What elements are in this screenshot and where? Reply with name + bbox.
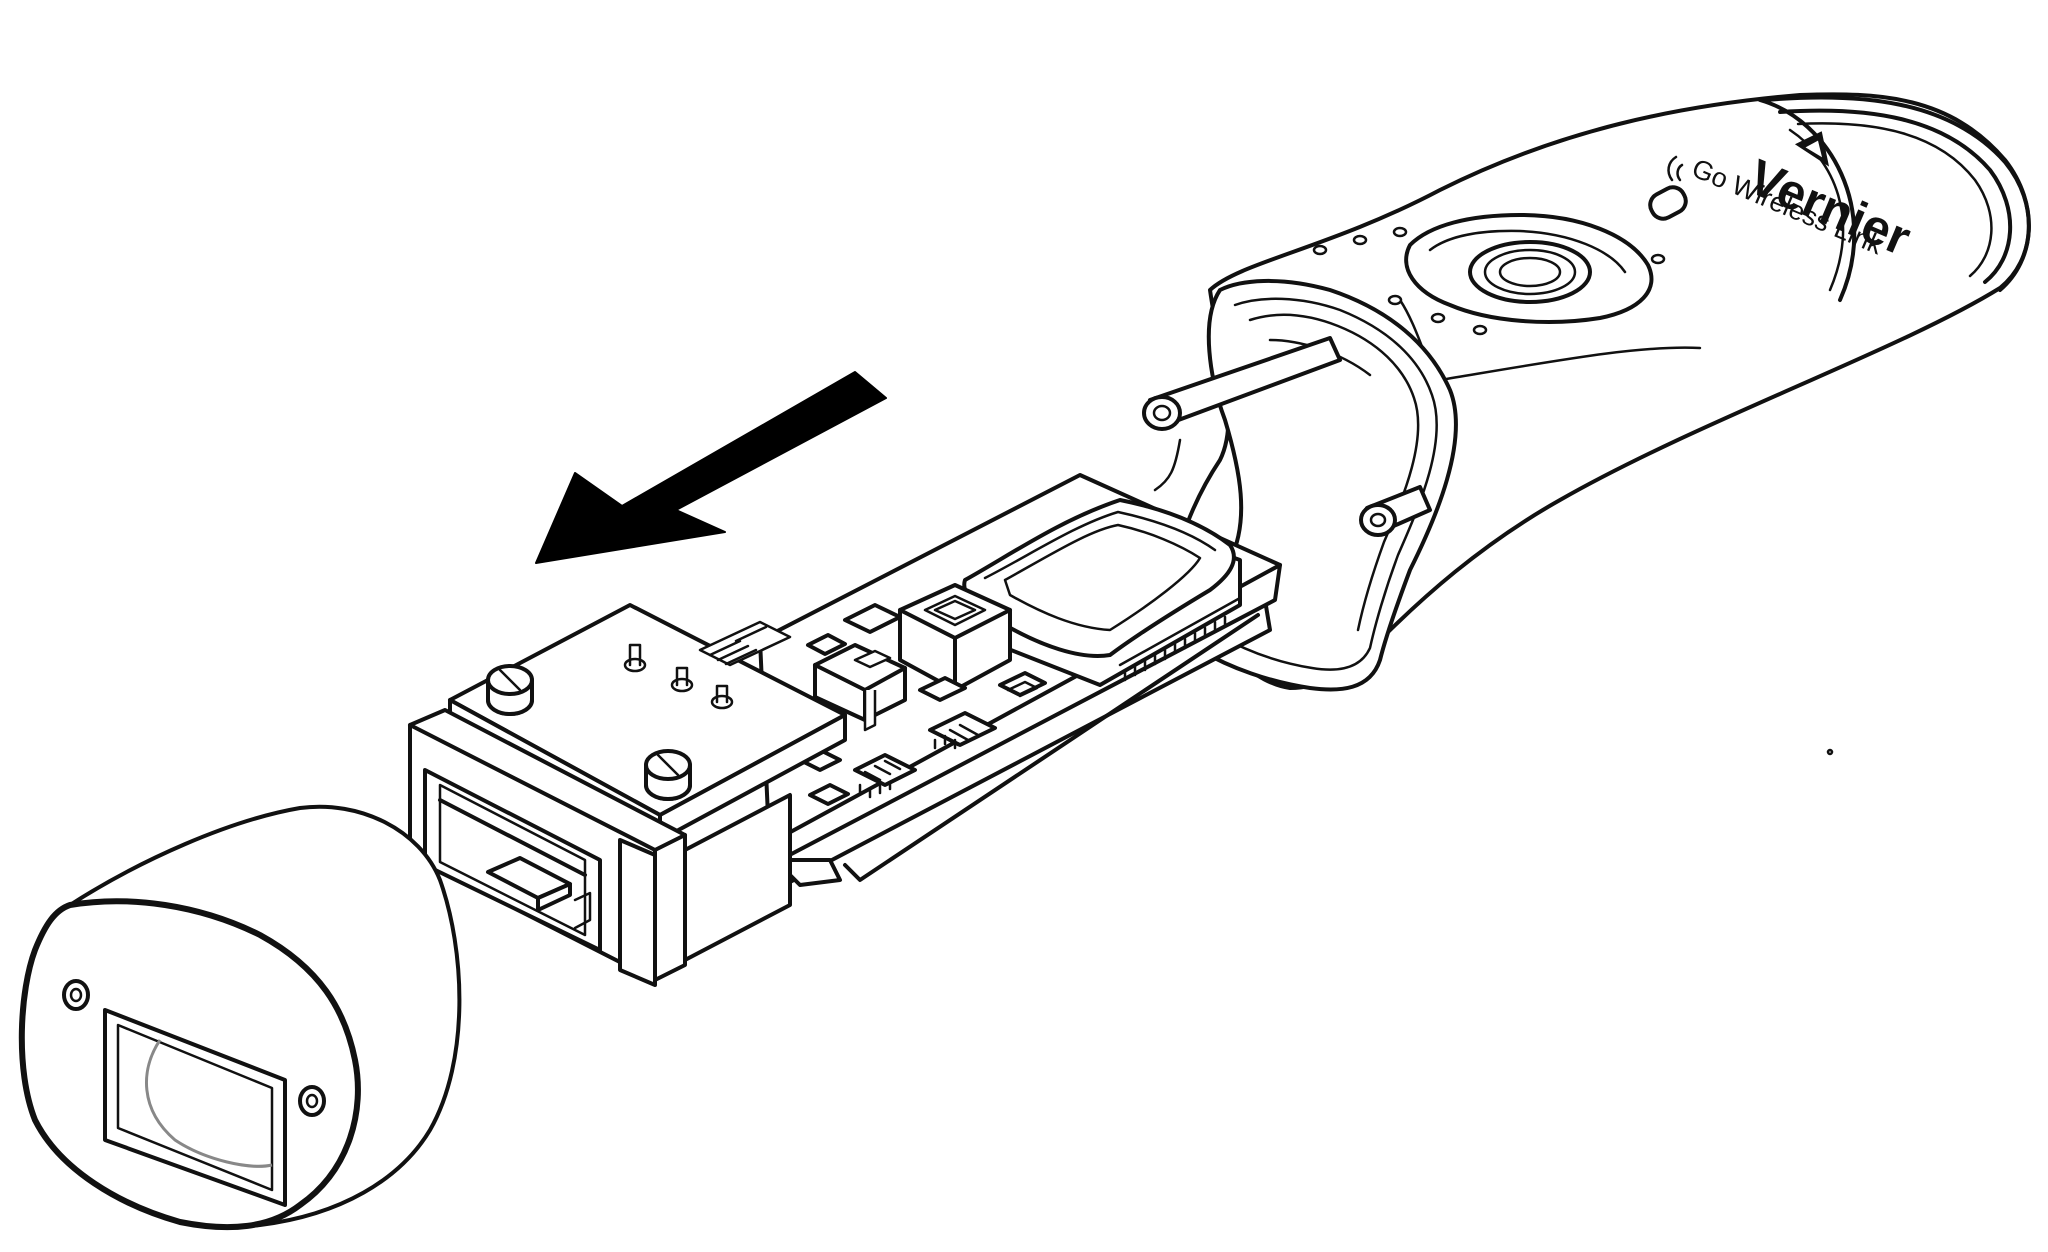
vernier-logo-icon [1794,131,1830,167]
wireless-signal-icon [1667,155,1684,182]
direction-arrow-icon [535,371,887,564]
connector-housing [408,603,847,987]
main-housing: Vernier Go Wireless Link [1142,92,2031,692]
circuit-board [758,473,1282,887]
end-cap [18,804,462,1231]
